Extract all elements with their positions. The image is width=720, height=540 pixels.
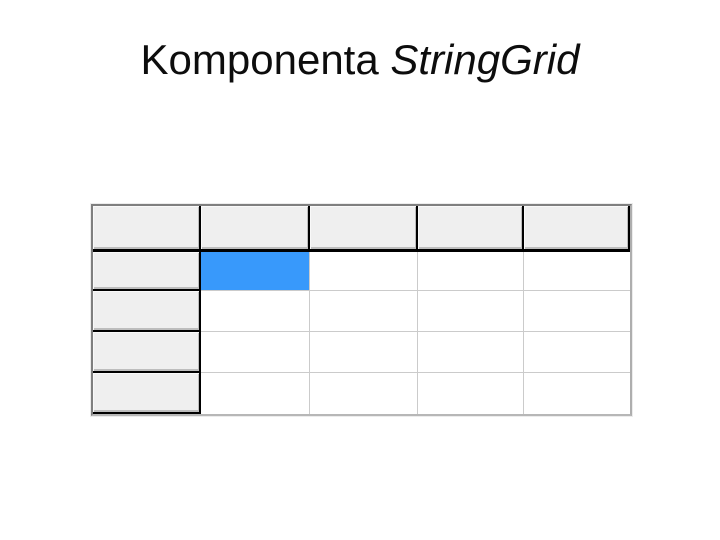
grid-cell[interactable] <box>418 332 524 373</box>
grid-cell[interactable] <box>524 252 630 291</box>
header-cell <box>201 206 310 252</box>
grid-cell[interactable] <box>201 332 310 373</box>
title-text: Komponenta <box>140 36 391 83</box>
fixed-row-header-cell <box>93 332 201 373</box>
grid-cell[interactable] <box>310 291 418 332</box>
grid-cell[interactable] <box>310 373 418 414</box>
header-cell <box>418 206 524 252</box>
grid-cell[interactable] <box>524 373 630 414</box>
grid-cell[interactable] <box>524 291 630 332</box>
header-cell <box>93 206 201 252</box>
grid-cell[interactable] <box>201 373 310 414</box>
string-grid[interactable] <box>90 203 633 417</box>
header-cell <box>310 206 418 252</box>
header-cell <box>524 206 630 252</box>
title-emphasis: StringGrid <box>390 36 580 83</box>
grid-cell[interactable] <box>418 291 524 332</box>
grid-cell[interactable] <box>201 291 310 332</box>
grid-cell[interactable] <box>524 332 630 373</box>
selected-cell[interactable] <box>201 252 310 291</box>
grid-cell[interactable] <box>310 332 418 373</box>
fixed-row-header-cell <box>93 291 201 332</box>
grid-cell[interactable] <box>418 373 524 414</box>
fixed-row-header-cell <box>93 373 201 414</box>
grid-cell[interactable] <box>310 252 418 291</box>
page-title: Komponenta StringGrid <box>0 36 720 84</box>
grid-cell[interactable] <box>418 252 524 291</box>
fixed-row-header-cell <box>93 252 201 291</box>
